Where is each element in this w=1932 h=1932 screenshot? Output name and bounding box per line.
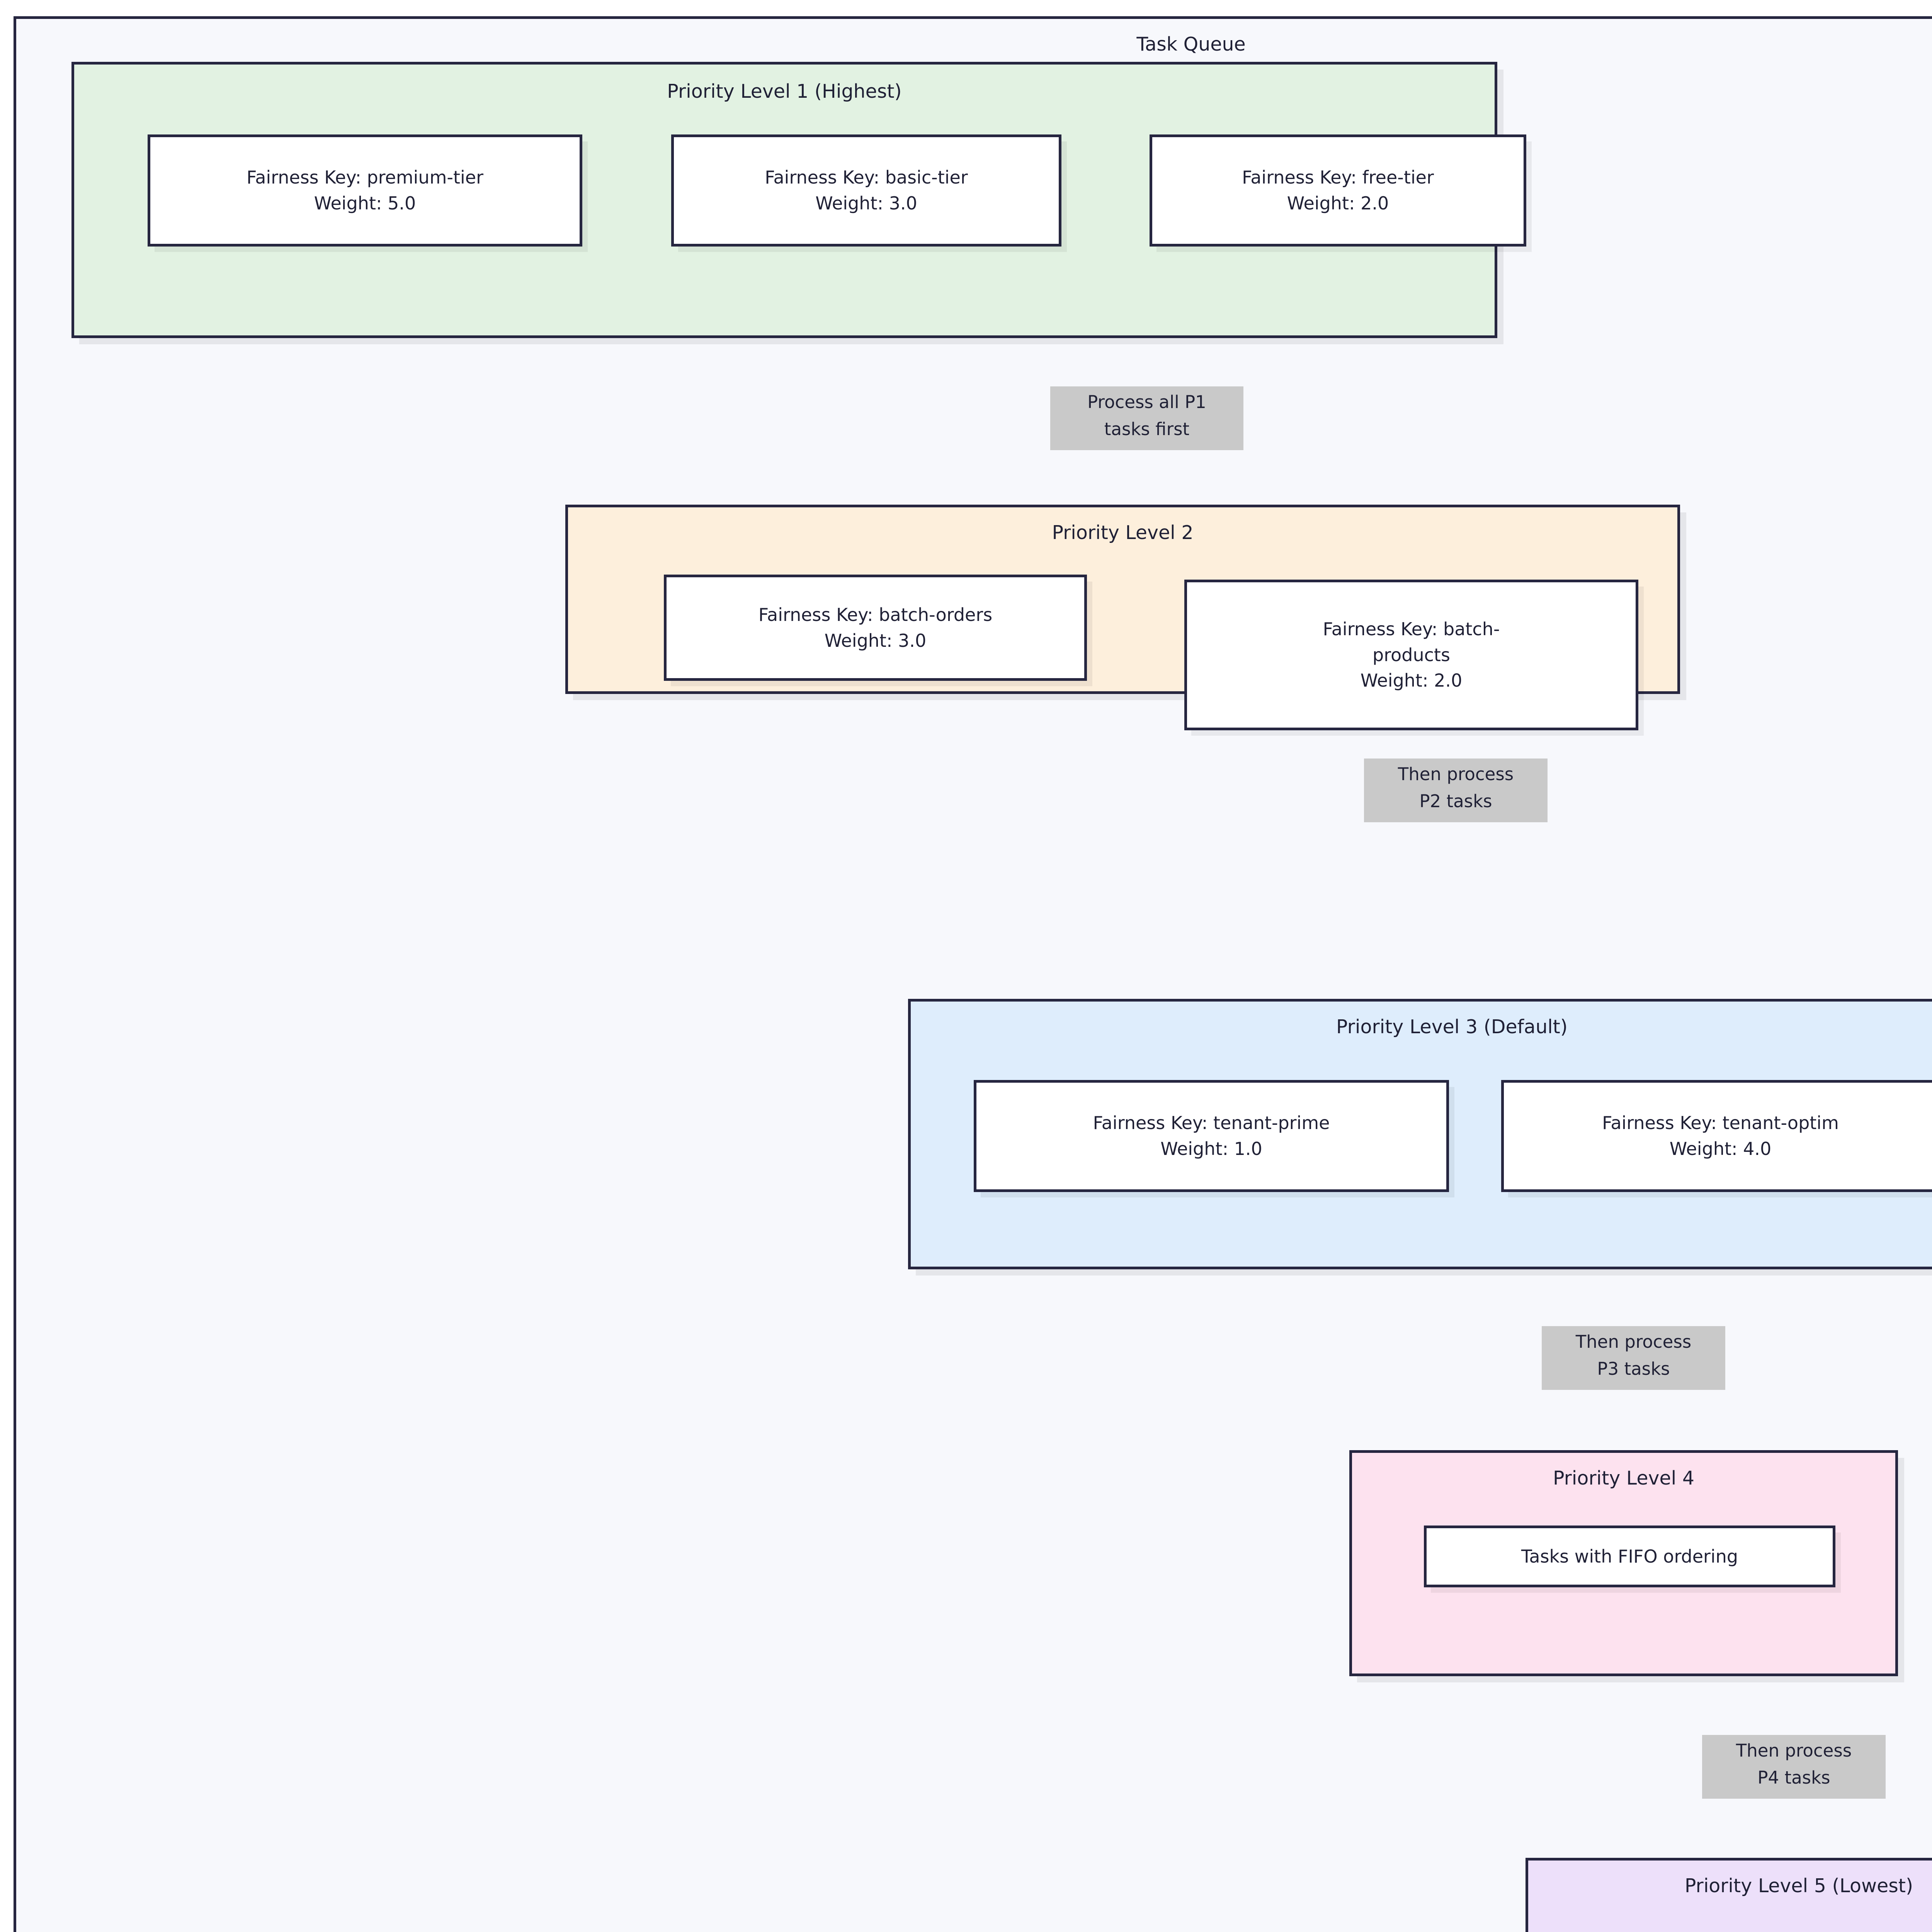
edge-label-then-process-p3: Then process P3 tasks xyxy=(1542,1326,1725,1390)
node-line-1: Fairness Key: premium-tier xyxy=(246,167,484,188)
node-fairness-batch-products[interactable]: Fairness Key: batch- products Weight: 2.… xyxy=(1184,580,1638,730)
node-line-2: Weight: 1.0 xyxy=(1160,1138,1262,1159)
node-fairness-premium-tier[interactable]: Fairness Key: premium-tier Weight: 5.0 xyxy=(148,134,582,247)
node-fairness-tenant-prime[interactable]: Fairness Key: tenant-prime Weight: 1.0 xyxy=(974,1080,1449,1192)
node-line-1: Fairness Key: batch-orders xyxy=(758,604,993,625)
cluster-title-priority-level-3: Priority Level 3 (Default) xyxy=(1336,1016,1568,1038)
node-line-2: Weight: 4.0 xyxy=(1669,1138,1772,1159)
node-line-2: Weight: 5.0 xyxy=(314,193,416,214)
node-fairness-batch-orders[interactable]: Fairness Key: batch-orders Weight: 3.0 xyxy=(664,575,1087,681)
node-line-2: Weight: 3.0 xyxy=(815,193,917,214)
cluster-title-priority-level-5: Priority Level 5 (Lowest) xyxy=(1684,1875,1913,1897)
node-line-1: Fairness Key: tenant-prime xyxy=(1093,1112,1330,1134)
node-line-1: Tasks with FIFO ordering xyxy=(1521,1546,1738,1567)
node-fairness-basic-tier[interactable]: Fairness Key: basic-tier Weight: 3.0 xyxy=(671,134,1061,247)
node-line-1: Fairness Key: batch- xyxy=(1323,618,1500,639)
edge-label-then-process-p2: Then process P2 tasks xyxy=(1364,759,1548,822)
node-line-2: Weight: 2.0 xyxy=(1287,193,1389,214)
cluster-priority-level-5: Priority Level 5 (Lowest) xyxy=(1526,1858,1932,1932)
node-fairness-tenant-optim[interactable]: Fairness Key: tenant-optim Weight: 4.0 xyxy=(1501,1080,1932,1192)
cluster-title-task-queue: Task Queue xyxy=(1136,33,1246,55)
node-line-1: Fairness Key: free-tier xyxy=(1242,167,1434,188)
node-p4-fifo-tasks[interactable]: Tasks with FIFO ordering xyxy=(1424,1526,1835,1587)
edge-label-process-all-p1: Process all P1 tasks first xyxy=(1050,386,1243,450)
edge-label-then-process-p4: Then process P4 tasks xyxy=(1702,1735,1886,1799)
cluster-title-priority-level-1: Priority Level 1 (Highest) xyxy=(667,80,902,102)
node-line-2: products xyxy=(1372,644,1450,665)
cluster-title-priority-level-4: Priority Level 4 xyxy=(1553,1467,1695,1489)
node-line-2: Weight: 3.0 xyxy=(824,630,927,651)
node-line-1: Fairness Key: tenant-optim xyxy=(1602,1112,1839,1134)
node-fairness-free-tier[interactable]: Fairness Key: free-tier Weight: 2.0 xyxy=(1150,134,1526,247)
cluster-title-priority-level-2: Priority Level 2 xyxy=(1052,522,1194,544)
node-line-1: Fairness Key: basic-tier xyxy=(765,167,968,188)
node-line-3: Weight: 2.0 xyxy=(1360,670,1463,691)
